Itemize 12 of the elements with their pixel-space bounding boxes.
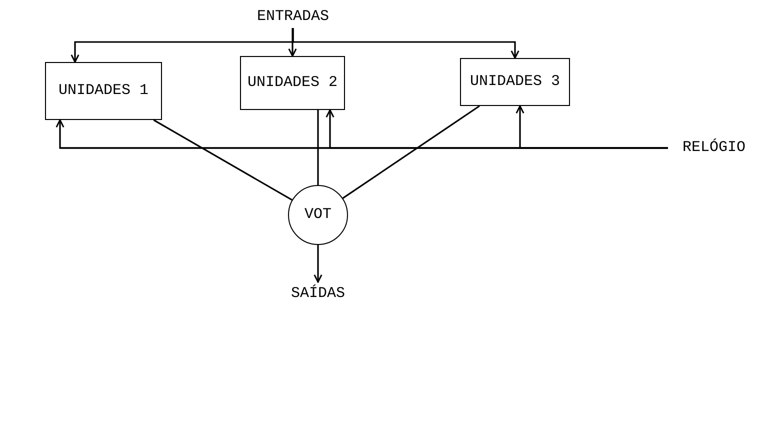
unit-box: UNIDADES 2 (240, 56, 345, 110)
connector-line (153, 119, 292, 201)
node-label: RELÓGIO (668, 136, 760, 160)
connector-line (342, 105, 480, 199)
unit-box: UNIDADES 3 (460, 58, 570, 106)
unit-box: UNIDADES 1 (45, 62, 162, 120)
arrow (288, 28, 297, 57)
arrow (314, 245, 322, 283)
node-label: SAÍDAS (270, 282, 366, 306)
node-label: ENTRADAS (243, 6, 343, 28)
arrow (292, 28, 520, 59)
connector-line (317, 110, 319, 185)
